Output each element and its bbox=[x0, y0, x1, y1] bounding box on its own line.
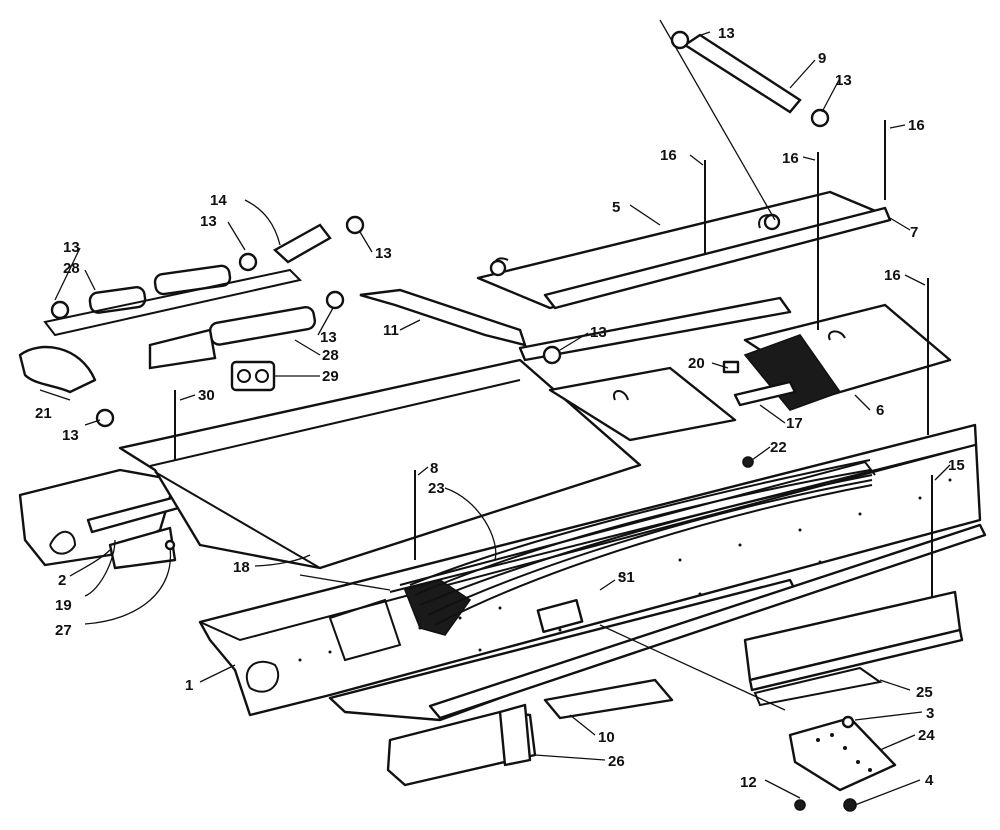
callout-15: 15 bbox=[948, 457, 965, 474]
callout-20: 20 bbox=[688, 355, 705, 372]
callout-22: 22 bbox=[770, 439, 787, 456]
part-11-hose bbox=[359, 288, 527, 347]
callout-13: 13 bbox=[200, 213, 217, 230]
callout-14: 14 bbox=[210, 192, 227, 209]
leader-lines bbox=[39, 19, 951, 806]
callout-18: 18 bbox=[233, 559, 250, 576]
part-10-plate bbox=[543, 678, 674, 720]
callout-28: 28 bbox=[322, 347, 339, 364]
part-17-plate bbox=[548, 366, 797, 442]
callout-16: 16 bbox=[884, 267, 901, 284]
part-13-clamps bbox=[50, 30, 830, 428]
callout-21: 21 bbox=[35, 405, 52, 422]
part-23-heat-exchanger bbox=[399, 459, 876, 636]
callout-1: 1 bbox=[185, 677, 193, 694]
callout-28: 28 bbox=[63, 260, 80, 277]
callout-9: 9 bbox=[818, 50, 826, 67]
part-9-hose bbox=[682, 33, 802, 114]
callout-13: 13 bbox=[63, 239, 80, 256]
part-4-nut bbox=[843, 798, 857, 812]
part-24-plate bbox=[788, 716, 897, 792]
callout-27: 27 bbox=[55, 622, 72, 639]
part-5-top-panel bbox=[476, 190, 892, 310]
callout-13: 13 bbox=[718, 25, 735, 42]
callout-13: 13 bbox=[835, 72, 852, 89]
callout-31: 31 bbox=[618, 569, 635, 586]
callout-12: 12 bbox=[740, 774, 757, 791]
callout-16: 16 bbox=[782, 150, 799, 167]
part-29-grommet-plate bbox=[230, 360, 276, 392]
callout-26: 26 bbox=[608, 753, 625, 770]
part-28-hose-upper bbox=[88, 264, 232, 314]
callout-16: 16 bbox=[908, 117, 925, 134]
callout-13: 13 bbox=[320, 329, 337, 346]
part-18-floor-panel bbox=[118, 358, 642, 570]
hose-backing-plate bbox=[43, 268, 302, 337]
callout-24: 24 bbox=[918, 727, 935, 744]
callout-29: 29 bbox=[322, 368, 339, 385]
part-28-hose-lower bbox=[148, 306, 317, 370]
callout-6: 6 bbox=[876, 402, 884, 419]
part-25-rear-bracket bbox=[743, 590, 964, 707]
callout-3: 3 bbox=[926, 705, 934, 722]
part-22-nut bbox=[742, 456, 754, 468]
callout-16: 16 bbox=[660, 147, 677, 164]
part-12-nut bbox=[794, 799, 806, 811]
callout-5: 5 bbox=[612, 199, 620, 216]
callout-7: 7 bbox=[910, 224, 918, 241]
callout-13: 13 bbox=[62, 427, 79, 444]
callout-23: 23 bbox=[428, 480, 445, 497]
callout-13: 13 bbox=[375, 245, 392, 262]
callout-30: 30 bbox=[198, 387, 215, 404]
mid-rail bbox=[518, 296, 792, 362]
callout-8: 8 bbox=[430, 460, 438, 477]
part-16-pins bbox=[704, 120, 929, 435]
callout-labels: 13 9 13 16 16 16 5 7 14 13 13 13 28 16 1… bbox=[35, 25, 965, 791]
part-3-screw bbox=[841, 715, 855, 729]
part-21-elbow bbox=[18, 345, 97, 394]
rear-rail bbox=[428, 523, 987, 720]
callout-17: 17 bbox=[786, 415, 803, 432]
callout-4: 4 bbox=[925, 772, 934, 789]
callout-2: 2 bbox=[58, 572, 66, 589]
callout-25: 25 bbox=[916, 684, 933, 701]
callout-19: 19 bbox=[55, 597, 72, 614]
part-2-front-bracket bbox=[18, 468, 202, 570]
part-27-washer bbox=[164, 539, 176, 551]
callout-11: 11 bbox=[383, 322, 399, 339]
callout-10: 10 bbox=[598, 729, 615, 746]
part-14-hose bbox=[272, 223, 332, 264]
part-6-heat-exchanger bbox=[743, 303, 952, 411]
callout-13: 13 bbox=[590, 324, 607, 341]
